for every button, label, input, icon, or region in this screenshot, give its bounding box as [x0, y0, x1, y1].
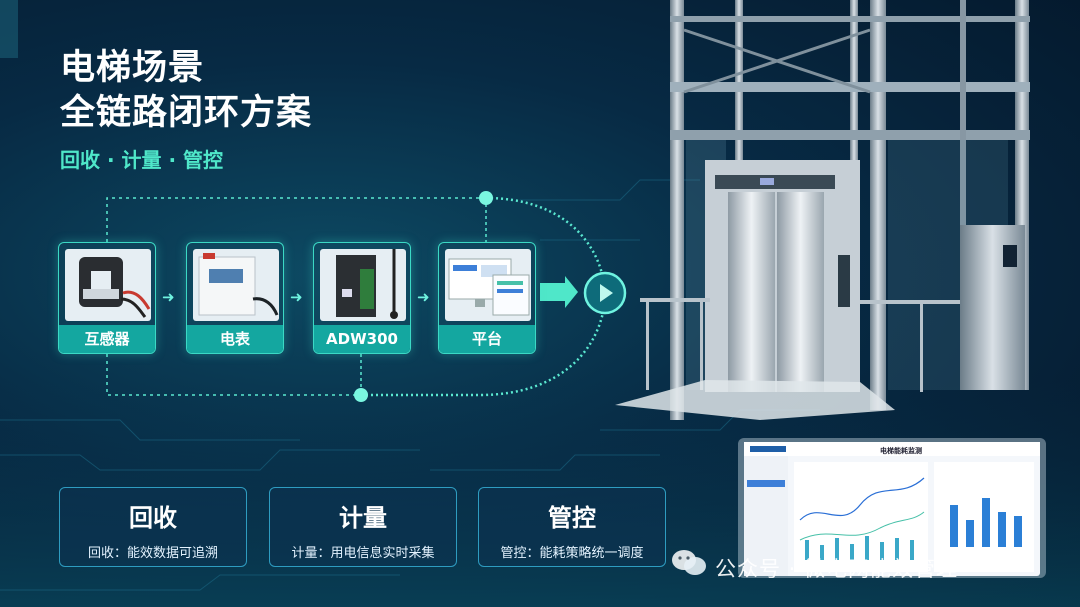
card-desc: 管控：能耗策略统一调度: [500, 546, 644, 561]
card-title: 计量: [339, 504, 387, 532]
card-desc: 回收：能效数据可追溯: [87, 546, 218, 561]
flow-node-label: ADW300: [314, 325, 410, 353]
card-metering: 计量 计量：用电信息实时采集: [269, 487, 457, 567]
card-title: 管控: [548, 504, 596, 532]
card-desc: 计量：用电信息实时采集: [291, 546, 435, 561]
flow-loop: [106, 191, 627, 402]
flow-node-transformer: 互感器: [58, 242, 156, 354]
dashboard-title: 电梯能耗监测: [880, 447, 922, 455]
platform-screen-icon: [445, 249, 531, 321]
page-title-line2: 全链路闭环方案: [60, 93, 313, 133]
card-control: 管控 管控：能耗策略统一调度: [478, 487, 666, 567]
flow-arrow-icon: ➜: [417, 288, 430, 306]
page-title-line1: 电梯场景: [60, 48, 205, 88]
page-subtitle: 回收 · 计量 · 管控: [60, 148, 224, 172]
flow-node-meter: 电表: [186, 242, 284, 354]
flow-arrow-icon: ➜: [162, 288, 175, 306]
flow-node-label: 互感器: [59, 325, 155, 353]
wechat-icon: [672, 550, 706, 575]
card-recovery: 回收 回收：能效数据可追溯: [59, 487, 247, 567]
watermark-text: 公众号 · 微电网能效管理: [715, 557, 959, 581]
flow-node-platform: 平台: [438, 242, 536, 354]
flow-arrow-icon: ➜: [290, 288, 303, 306]
flow-node-gateway: ADW300: [313, 242, 411, 354]
energy-meter-icon: [193, 249, 279, 321]
dashboard-preview: [738, 438, 1046, 578]
flow-node-label: 平台: [439, 325, 535, 353]
iot-gateway-icon: [320, 249, 406, 321]
flow-node-label: 电表: [187, 325, 283, 353]
elevator-shaft: [615, 0, 1030, 420]
current-transformer-icon: [65, 249, 151, 321]
card-title: 回收: [129, 504, 177, 532]
